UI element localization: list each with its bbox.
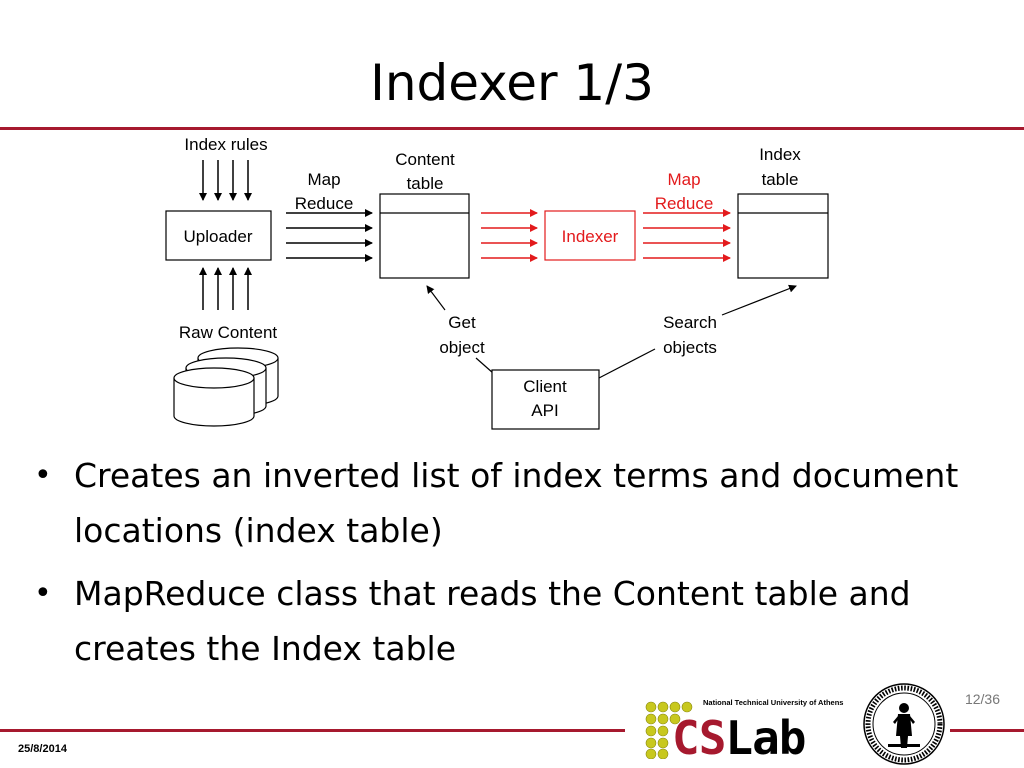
bullet-dot-icon: • (34, 576, 52, 611)
index-rules-arrows (199, 160, 252, 201)
raw-content-label: Raw Content (179, 323, 278, 342)
logo-lab: Lab (725, 711, 806, 765)
bottom-divider-left (0, 729, 625, 732)
index-table-box (737, 193, 829, 279)
content-table-box (379, 193, 470, 279)
cslab-logo: CSLab (672, 711, 806, 765)
map-reduce-right-line2: Reduce (655, 194, 714, 213)
top-divider (0, 127, 1024, 130)
map-reduce-right-arrows (643, 209, 731, 262)
bullet-list: • Creates an inverted list of index terms… (32, 448, 992, 684)
index-table-label-line2: table (762, 170, 799, 189)
bullet-text: Creates an inverted list of index terms … (74, 456, 959, 550)
indexer-input-arrows (481, 209, 538, 262)
uploader-box (165, 210, 272, 261)
search-objects-arrow (721, 284, 797, 316)
slide-date: 25/8/2014 (18, 743, 67, 755)
indexer-label: Indexer (562, 227, 619, 246)
client-api-label-line1: Client (523, 377, 567, 396)
client-api-box (491, 369, 600, 430)
bullet-text: MapReduce class that reads the Content t… (74, 574, 911, 668)
uploader-label: Uploader (184, 227, 253, 246)
logo-cs: CS (672, 711, 726, 765)
search-objects-label-line2: objects (663, 338, 717, 357)
get-object-label-line2: object (439, 338, 485, 357)
page-number: 12/36 (964, 691, 1000, 707)
seal-icon (863, 683, 945, 765)
slide-title: Indexer 1/3 (370, 53, 654, 112)
map-reduce-left-line1: Map (307, 170, 340, 189)
logo-dots-icon (645, 701, 693, 759)
map-reduce-left-arrows (286, 209, 373, 262)
map-reduce-left-line2: Reduce (295, 194, 354, 213)
content-table-label-line2: table (407, 174, 444, 193)
search-objects-label-line1: Search (663, 313, 717, 332)
indexer-box (544, 210, 636, 261)
database-icon (173, 347, 279, 427)
bottom-divider-right (950, 729, 1024, 732)
get-object-label-line1: Get (448, 313, 476, 332)
index-rules-label: Index rules (184, 135, 267, 154)
logo-subtitle: National Technical University of Athens (703, 698, 844, 707)
map-reduce-right-line1: Map (667, 170, 700, 189)
bullet-dot-icon: • (34, 458, 52, 493)
architecture-diagram: Index rules Uploader Raw Content Map Red… (165, 135, 829, 430)
search-objects-connector (598, 348, 656, 379)
get-object-connector (475, 357, 494, 374)
content-table-label-line1: Content (395, 150, 455, 169)
index-table-label-line1: Index (759, 145, 801, 164)
client-api-label-line2: API (531, 401, 558, 420)
get-object-arrow (426, 285, 446, 311)
bullet-item: • Creates an inverted list of index terms… (32, 448, 992, 558)
raw-content-arrows (199, 267, 252, 310)
bullet-item: • MapReduce class that reads the Content … (32, 566, 992, 676)
